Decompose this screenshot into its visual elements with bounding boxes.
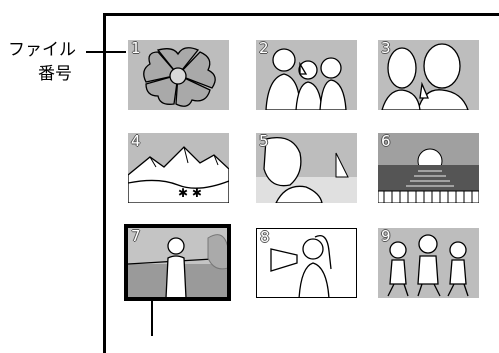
thumbnail-7-selected[interactable]: 7 — [124, 224, 231, 301]
file-number-leader-line — [86, 51, 126, 53]
mountains-image: ✱ ✱ — [128, 133, 229, 203]
thumbnail-3[interactable]: 3 — [378, 40, 479, 110]
file-number: 1 — [131, 40, 141, 57]
girl-with-megaphone-image — [257, 229, 357, 298]
callout-file-number-line1: ファイル — [8, 40, 76, 60]
thumbnail-5[interactable]: 5 — [256, 133, 357, 203]
file-number: 7 — [131, 228, 141, 245]
cursor-leader-line — [151, 296, 153, 336]
sunset-image — [378, 133, 479, 203]
file-number: 8 — [260, 229, 270, 246]
file-number: 4 — [131, 133, 141, 150]
thumbnail-8[interactable]: 8 — [256, 228, 357, 298]
people-toasting-closeup-image — [378, 40, 479, 110]
file-number: 2 — [259, 40, 269, 57]
flower-image — [128, 40, 229, 110]
thumbnail-1[interactable]: 1 — [128, 40, 229, 110]
file-number: 3 — [381, 40, 391, 57]
woman-by-sea-image — [256, 133, 357, 203]
callout-file-number-line2: 番号 — [38, 64, 72, 84]
thumbnail-9[interactable]: 9 — [378, 228, 479, 298]
file-number: 9 — [381, 228, 391, 245]
thumbnail-6[interactable]: 6 — [378, 133, 479, 203]
svg-text:✱ ✱: ✱ ✱ — [178, 186, 202, 200]
file-number: 5 — [259, 133, 269, 150]
children-running-image — [378, 228, 479, 298]
people-toasting-image — [256, 40, 357, 110]
file-number: 6 — [381, 133, 391, 150]
thumbnail-2[interactable]: 2 — [256, 40, 357, 110]
girl-on-balcony-image — [128, 228, 229, 298]
thumbnail-4[interactable]: ✱ ✱ 4 — [128, 133, 229, 203]
